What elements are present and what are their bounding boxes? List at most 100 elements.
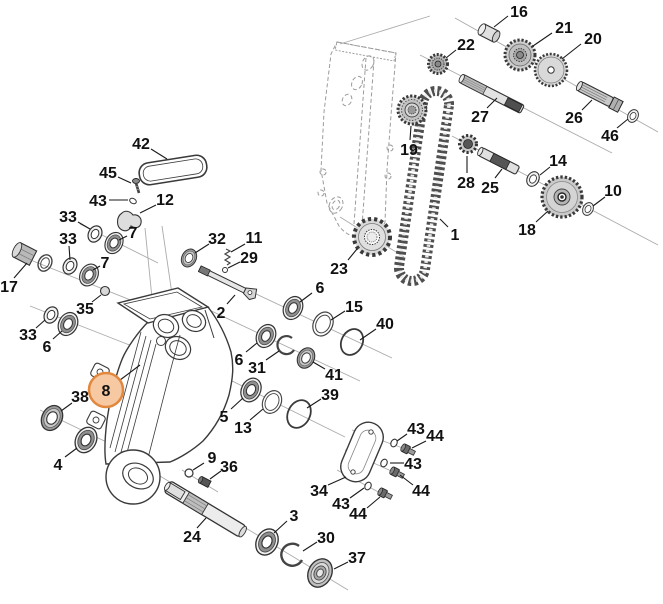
part-label-46[interactable]: 46	[601, 128, 619, 145]
screw-45[interactable]	[132, 178, 141, 194]
part-label-4[interactable]: 4	[54, 457, 63, 474]
part-label-17[interactable]: 17	[0, 279, 18, 296]
ring-15[interactable]	[308, 307, 338, 341]
part-label-27[interactable]: 27	[471, 109, 489, 126]
screw-44-c[interactable]	[376, 486, 394, 502]
part-label-12[interactable]: 12	[156, 192, 174, 209]
ball-29[interactable]	[222, 267, 228, 273]
part-label-29[interactable]: 29	[240, 250, 258, 267]
circlip-30[interactable]	[280, 542, 304, 567]
part-label-44[interactable]: 44	[349, 506, 367, 523]
part-label-30[interactable]: 30	[317, 530, 335, 547]
gasket-42[interactable]	[138, 154, 209, 186]
part-label-19[interactable]: 19	[400, 142, 418, 159]
part-label-43[interactable]: 43	[407, 421, 425, 438]
screw-plug-36[interactable]	[197, 476, 212, 488]
cover-plate-34[interactable]	[336, 418, 388, 487]
part-label-25[interactable]: 25	[481, 180, 499, 197]
washer-43-b[interactable]	[380, 458, 389, 468]
gear-19[interactable]	[396, 94, 428, 126]
o-ring-39[interactable]	[283, 396, 316, 432]
part-label-2[interactable]: 2	[217, 305, 226, 322]
part-label-44[interactable]: 44	[412, 483, 430, 500]
o-ring-40[interactable]	[337, 325, 368, 359]
seal-32[interactable]	[177, 245, 201, 271]
part-label-40[interactable]: 40	[376, 316, 394, 333]
ring-13[interactable]	[257, 386, 287, 418]
clamp-12[interactable]	[116, 210, 142, 232]
washer-43-a[interactable]	[390, 438, 399, 448]
part-label-5[interactable]: 5	[220, 409, 229, 426]
part-label-33[interactable]: 33	[19, 327, 37, 344]
bearing-6-right[interactable]	[278, 292, 308, 324]
part-label-1[interactable]: 1	[451, 227, 460, 244]
part-label-7[interactable]: 7	[101, 255, 110, 272]
part-label-7[interactable]: 7	[129, 225, 138, 242]
part-label-43[interactable]: 43	[89, 193, 107, 210]
part-label-6[interactable]: 6	[43, 339, 52, 356]
part-label-38[interactable]: 38	[71, 389, 89, 406]
plug-17[interactable]	[10, 241, 54, 273]
shift-rod-2[interactable]	[197, 263, 259, 302]
gear-20[interactable]	[533, 52, 569, 88]
part-label-15[interactable]: 15	[345, 299, 363, 316]
part-label-3[interactable]: 3	[290, 508, 299, 525]
bearing-6-mid[interactable]	[251, 320, 281, 352]
ball-9[interactable]	[184, 468, 194, 478]
circlip-31[interactable]	[276, 335, 295, 356]
bearing-7-lower[interactable]	[75, 260, 103, 290]
part-label-39[interactable]: 39	[321, 387, 339, 404]
drive-chain-part-1[interactable]	[394, 86, 454, 286]
part-label-42[interactable]: 42	[132, 136, 150, 153]
seal-38[interactable]	[36, 401, 68, 435]
part-label-34[interactable]: 34	[310, 483, 328, 500]
seal-ring-33-a[interactable]	[84, 222, 106, 246]
part-label-21[interactable]: 21	[555, 20, 573, 37]
washer-43-c[interactable]	[364, 481, 373, 491]
part-label-31[interactable]: 31	[248, 360, 266, 377]
part-label-24[interactable]: 24	[183, 529, 201, 546]
part-label-37[interactable]: 37	[348, 550, 366, 567]
part-label-14[interactable]: 14	[549, 153, 567, 170]
part-label-36[interactable]: 36	[220, 459, 238, 476]
part-label-28[interactable]: 28	[457, 175, 475, 192]
bearing-7-upper[interactable]	[100, 228, 128, 258]
output-shaft-24[interactable]	[162, 480, 248, 539]
part-label-11[interactable]: 11	[246, 230, 263, 247]
bearing-37[interactable]	[302, 553, 338, 593]
washer-14[interactable]	[523, 168, 543, 190]
selected-part-highlight[interactable]	[87, 371, 125, 409]
bearing-5[interactable]	[236, 374, 266, 406]
gearbox-housing-8[interactable]	[86, 287, 234, 505]
washer-46[interactable]	[625, 107, 641, 125]
sprocket-23[interactable]	[352, 217, 392, 257]
part-label-43[interactable]: 43	[332, 496, 350, 513]
part-label-22[interactable]: 22	[457, 37, 475, 54]
part-label-32[interactable]: 32	[208, 231, 226, 248]
gear-18[interactable]	[540, 175, 584, 219]
part-label-18[interactable]: 18	[518, 222, 536, 239]
part-label-44[interactable]: 44	[426, 428, 444, 445]
part-label-8[interactable]: 8	[102, 383, 111, 400]
bushing-16[interactable]	[476, 23, 501, 44]
part-label-9[interactable]: 9	[208, 450, 217, 467]
part-label-23[interactable]: 23	[330, 261, 348, 278]
gear-21[interactable]	[503, 38, 537, 72]
part-label-20[interactable]: 20	[584, 31, 602, 48]
part-label-10[interactable]: 10	[604, 183, 622, 200]
screw-44-a[interactable]	[399, 442, 417, 458]
part-label-6[interactable]: 6	[316, 280, 325, 297]
part-label-33[interactable]: 33	[59, 231, 77, 248]
part-label-41[interactable]: 41	[325, 367, 343, 384]
part-label-13[interactable]: 13	[234, 420, 252, 437]
washer-10[interactable]	[580, 200, 596, 218]
sprocket-28[interactable]	[458, 134, 478, 154]
seal-ring-33-c[interactable]	[40, 303, 62, 327]
shaft-25[interactable]	[476, 146, 520, 175]
part-label-45[interactable]: 45	[99, 165, 117, 182]
part-label-6[interactable]: 6	[235, 352, 244, 369]
spring-11[interactable]	[223, 248, 232, 266]
shaft-27[interactable]	[458, 74, 525, 114]
part-label-16[interactable]: 16	[510, 4, 528, 21]
part-label-33[interactable]: 33	[59, 209, 77, 226]
